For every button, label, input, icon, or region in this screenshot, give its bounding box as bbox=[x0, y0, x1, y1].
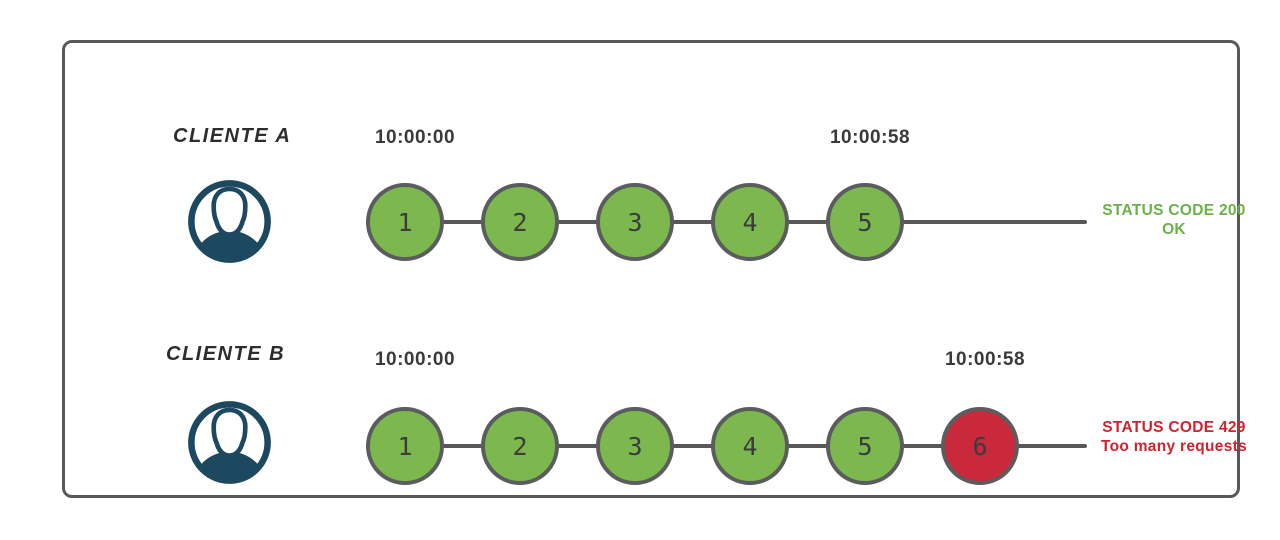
client-b-label: CLIENTE B bbox=[166, 343, 286, 365]
request-circle: 1 bbox=[366, 407, 444, 485]
status-code-200-label: STATUS CODE 200 OK bbox=[1091, 201, 1257, 239]
client-a-label: CLIENTE A bbox=[173, 125, 292, 147]
status-line2: OK bbox=[1162, 221, 1186, 238]
request-circle: 3 bbox=[596, 407, 674, 485]
user-avatar-icon bbox=[183, 175, 276, 268]
status-line2: Too many requests bbox=[1100, 438, 1248, 455]
client-a-start-time: 10:00:00 bbox=[374, 127, 456, 148]
request-sequence-b: 1 2 3 4 5 6 bbox=[366, 407, 1019, 485]
request-circle: 4 bbox=[711, 183, 789, 261]
request-circle: 4 bbox=[711, 407, 789, 485]
request-circle: 1 bbox=[366, 183, 444, 261]
request-sequence-a: 1 2 3 4 5 bbox=[366, 183, 904, 261]
status-line1: STATUS CODE 429 bbox=[1102, 419, 1246, 436]
client-b-start-time: 10:00:00 bbox=[374, 349, 456, 370]
diagram-frame: CLIENTE A 10:00:00 10:00:58 1 2 3 4 5 ST… bbox=[62, 40, 1247, 498]
client-b-end-time: 10:00:58 bbox=[944, 349, 1026, 370]
request-circle: 5 bbox=[826, 183, 904, 261]
user-avatar-icon bbox=[183, 396, 276, 489]
request-circle-rejected: 6 bbox=[941, 407, 1019, 485]
client-a-end-time: 10:00:58 bbox=[829, 127, 911, 148]
request-circle: 2 bbox=[481, 407, 559, 485]
status-line1: STATUS CODE 200 bbox=[1102, 202, 1246, 219]
request-circle: 5 bbox=[826, 407, 904, 485]
status-code-429-label: STATUS CODE 429 Too many requests bbox=[1091, 418, 1257, 456]
request-circle: 3 bbox=[596, 183, 674, 261]
request-circle: 2 bbox=[481, 183, 559, 261]
